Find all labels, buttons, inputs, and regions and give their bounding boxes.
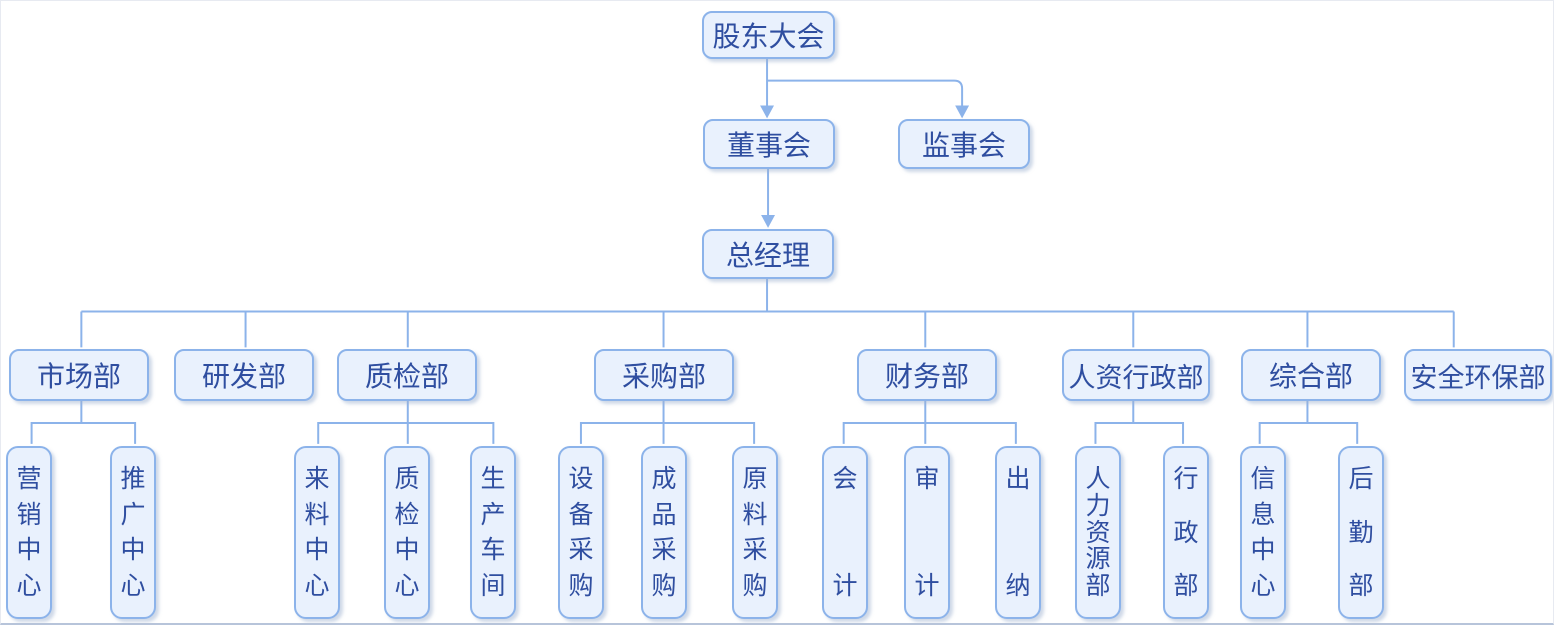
node-audit[interactable]: 审计 [904,446,950,619]
arrowhead-gm [761,214,776,228]
node-promotion-center[interactable]: 推广中心 [110,446,156,619]
node-rd-dept[interactable]: 研发部 [174,349,314,401]
connector-gm-bus [81,277,1454,313]
connector-root-supervisory [767,79,964,107]
node-accounting[interactable]: 会计 [822,446,868,619]
connector-hr-admin-children [1094,399,1185,444]
connector-quality-children [317,399,495,444]
connector-marketing-children [30,399,137,444]
node-supervisory-board[interactable]: 监事会 [898,119,1030,169]
node-admin-dept[interactable]: 行政部 [1163,446,1209,619]
node-logistics-dept[interactable]: 后勤部 [1338,446,1384,619]
node-finance-dept[interactable]: 财务部 [857,349,997,401]
node-marketing-center[interactable]: 营销中心 [6,446,52,619]
node-shareholders-meeting[interactable]: 股东大会 [702,11,835,59]
connector-finance-children [842,399,1017,444]
node-cashier[interactable]: 出纳 [995,446,1041,619]
connector-bus-drops [80,311,1455,348]
node-equipment-procurement[interactable]: 设备采购 [558,446,604,619]
arrowhead-board [760,105,775,119]
node-marketing-dept[interactable]: 市场部 [9,349,149,401]
node-incoming-material-center[interactable]: 来料中心 [294,446,340,619]
node-human-resources-dept[interactable]: 人力资源部 [1075,446,1121,619]
connector-general-affairs-children [1258,399,1359,444]
arrowhead-supervisory [955,105,970,119]
connector-procurement-children [579,399,756,444]
node-information-center[interactable]: 信息中心 [1240,446,1286,619]
node-general-affairs-dept[interactable]: 综合部 [1241,349,1381,401]
node-finished-goods-procurement[interactable]: 成品采购 [641,446,687,619]
node-procurement-dept[interactable]: 采购部 [594,349,734,401]
node-safety-env-dept[interactable]: 安全环保部 [1404,349,1552,401]
node-quality-inspection-center[interactable]: 质检中心 [384,446,430,619]
node-quality-inspection-dept[interactable]: 质检部 [337,349,477,401]
node-board-of-directors[interactable]: 董事会 [703,119,835,169]
node-hr-admin-dept[interactable]: 人资行政部 [1062,349,1210,401]
node-production-workshop[interactable]: 生产车间 [470,446,516,619]
node-raw-material-procurement[interactable]: 原料采购 [732,446,778,619]
node-general-manager[interactable]: 总经理 [702,229,834,279]
